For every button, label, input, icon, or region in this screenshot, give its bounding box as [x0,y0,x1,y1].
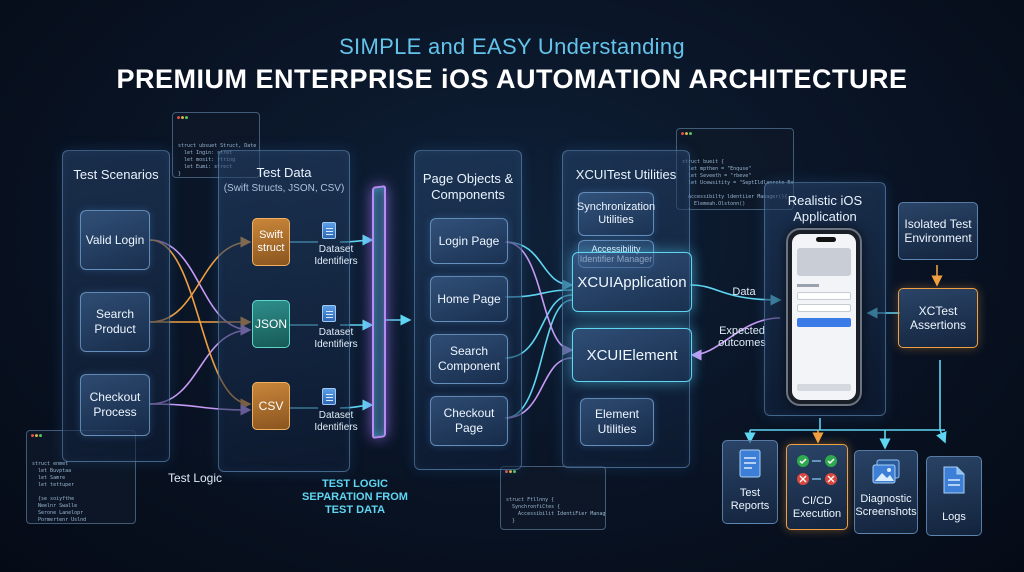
dataset-doc-icon [322,305,336,322]
dataset-identifiers-label: Dataset Identifiers [314,244,358,267]
scenario-search-product[interactable]: Search Product [80,292,150,352]
window-dots-icon: ●●● [31,433,44,439]
dataset-identifiers-label: Dataset Identifiers [314,327,358,350]
form-heading [797,284,819,287]
ci-cd-status-icon [797,455,837,485]
logs-output[interactable]: Logs [926,456,982,536]
scenario-valid-login[interactable]: Valid Login [80,210,150,270]
json-label: JSON [254,317,287,331]
expected-outcomes-label: Expected outcomes [718,325,766,349]
code-text: struct enmet let Buvptaa let Samre let t… [32,461,87,523]
password-field[interactable] [797,304,851,312]
swift-struct-label: Swift struct [257,229,285,254]
report-icon [739,449,761,478]
window-dots-icon: ●●● [505,469,518,475]
xcuitest-utilities-title: XCUITest Utilities [575,167,677,182]
hero-image-placeholder [797,248,851,276]
separation-label: TEST LOGIC SEPARATION FROM TEST DATA [302,478,408,516]
xcuiapplication-card[interactable]: XCUIApplication [572,252,692,312]
log-file-icon [943,466,965,494]
diagnostic-screenshots-output[interactable]: Diagnostic Screenshots [854,450,918,534]
header-subtitle: SIMPLE and EASY Understanding [339,34,685,59]
test-data-title: Test Data [256,165,312,180]
scenario-checkout-process[interactable]: Checkout Process [80,374,150,436]
synchronization-utilities[interactable]: Synchronization Utilities [577,192,655,236]
window-dots-icon: ●●● [177,115,190,121]
code-snippet-bottom-center: ●●● struct Ftllnny { SynchronfiCtes { Ac… [500,466,606,530]
test-logic-label: Test Logic [167,471,223,485]
xctest-assertions: XCTest Assertions [898,288,978,348]
isolated-test-environment: Isolated Test Environment [898,202,978,260]
iphone-mockup [786,228,862,406]
sign-in-button[interactable] [797,318,851,327]
test-reports-output[interactable]: Test Reports [722,440,778,524]
page-objects-title: Page Objects & Components [422,171,514,202]
swift-struct-file[interactable]: Swift struct [252,218,290,266]
code-text: struct Ftllnny { SynchronfiCtes { Access… [506,497,606,524]
logs-label: Logs [942,511,966,523]
separation-barrier [372,185,386,439]
element-utilities[interactable]: Element Utilities [580,398,654,446]
diagnostic-screenshots-label: Diagnostic Screenshots [855,493,917,518]
footer-bar [797,384,851,391]
login-page-object[interactable]: Login Page [430,218,508,264]
home-page-object[interactable]: Home Page [430,276,508,322]
data-label: Data [732,286,756,298]
dataset-identifiers-label: Dataset Identifiers [314,410,358,433]
ci-cd-execution-output[interactable]: CI/CD Execution [786,444,848,530]
window-dots-icon: ●●● [681,131,694,137]
header-title: PREMIUM ENTERPRISE iOS AUTOMATION ARCHIT… [116,64,908,94]
search-component-object[interactable]: Search Component [430,334,508,384]
checkout-page-object[interactable]: Checkout Page [430,396,508,446]
dynamic-island [816,237,836,242]
ios-application-title: Realistic iOS Application [787,193,863,224]
test-data-subtitle: (Swift Structs, JSON, CSV) [223,183,345,194]
csv-file[interactable]: CSV [252,382,290,430]
dataset-doc-icon [322,388,336,405]
xcuielement-card[interactable]: XCUIElement [572,328,692,382]
json-file[interactable]: JSON [252,300,290,348]
username-field[interactable] [797,292,851,300]
code-snippet-top-left: ●●● struct ubsuet Struct, Date { let Ing… [172,112,260,178]
csv-label: CSV [258,399,284,413]
test-scenarios-title: Test Scenarios [73,167,159,182]
dataset-doc-icon [322,222,336,239]
screenshot-image-icon [872,459,900,484]
test-reports-label: Test Reports [730,487,770,512]
ci-cd-execution-label: CI/CD Execution [792,495,842,520]
phone-screen [792,234,856,400]
